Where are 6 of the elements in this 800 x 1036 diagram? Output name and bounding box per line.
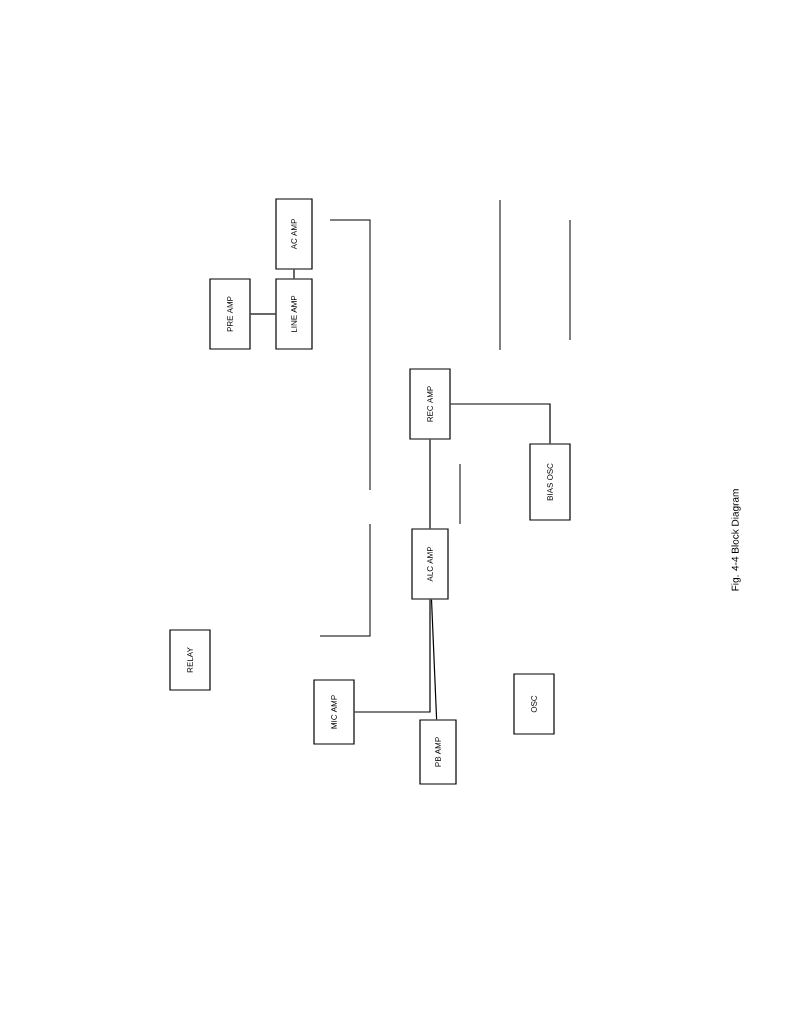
wire [293, 268, 295, 279]
wire [430, 599, 438, 720]
wire [354, 599, 431, 713]
wire [450, 403, 551, 444]
wire [250, 313, 276, 315]
wire [429, 439, 431, 529]
